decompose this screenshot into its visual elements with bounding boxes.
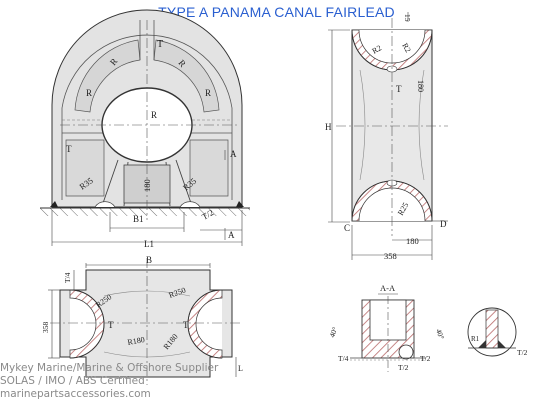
plan-body bbox=[59, 269, 233, 378]
label-358-side: 358 bbox=[384, 251, 397, 261]
label-l1: L1 bbox=[144, 239, 154, 249]
label-t-plan-right: T bbox=[183, 320, 189, 330]
label-d: D bbox=[440, 219, 447, 229]
deck-hatching bbox=[40, 208, 250, 216]
label-b: B bbox=[146, 255, 152, 265]
label-r-left: R bbox=[108, 56, 120, 67]
watermark-line-2: SOLAS / IMO / ABS Certified bbox=[0, 375, 145, 387]
watermark-line-3: marinepartsaccessories.com bbox=[0, 388, 151, 400]
watermark-line-1: Mykey Marine/Marine & Offshore Supplier bbox=[0, 362, 219, 374]
section-a-a: A-A 40° 40° T/4 T/2 T/2 bbox=[327, 283, 446, 372]
label-r-side-left: R bbox=[86, 88, 92, 98]
label-a-a: A-A bbox=[380, 283, 396, 293]
label-358-plan: 358 bbox=[41, 322, 50, 334]
label-t-side-view: T bbox=[396, 84, 402, 94]
weld-detail: R1 T/2 bbox=[467, 307, 528, 357]
label-a-lower: A bbox=[228, 230, 235, 240]
label-180-side: 180 bbox=[416, 80, 425, 92]
label-t-top: T bbox=[157, 39, 163, 50]
label-180-front: 180 bbox=[142, 179, 152, 192]
label-r2-left: R2 bbox=[371, 43, 384, 55]
label-r-right: R bbox=[176, 58, 188, 69]
front-view: T R R R R R T A R35 180 R35 B1 L1 A T/2 bbox=[40, 9, 250, 249]
drawing-title: TYPE A PANAMA CANAL FAIRLEAD bbox=[158, 4, 395, 20]
label-c: C bbox=[344, 223, 350, 233]
label-l: L bbox=[238, 364, 243, 373]
side-section-view: 15 R2 R2 180 T H R25 D C 180 358 bbox=[325, 12, 448, 261]
label-t4-plan: T/4 bbox=[63, 272, 72, 283]
label-a-upper: A bbox=[230, 149, 237, 159]
label-r2-right: R2 bbox=[400, 42, 412, 55]
label-r1: R1 bbox=[471, 335, 480, 343]
label-t2-aa-a: T/2 bbox=[398, 363, 409, 372]
label-t4-aa: T/4 bbox=[338, 354, 349, 363]
label-t2-detail: T/2 bbox=[517, 348, 528, 357]
label-r180-plan: R180 bbox=[127, 335, 146, 347]
label-t-side: T bbox=[66, 144, 72, 154]
label-h: H bbox=[325, 122, 332, 132]
plan-view: B T/4 358 R250 R250 T T R180 R180 L bbox=[41, 255, 243, 385]
label-r-center: R bbox=[151, 110, 157, 120]
label-t-plan-left: T bbox=[108, 320, 114, 330]
label-40deg-left: 40° bbox=[327, 326, 339, 339]
label-b1: B1 bbox=[133, 214, 144, 224]
label-180-bottom: 180 bbox=[406, 236, 419, 246]
label-40deg-right: 40° bbox=[434, 328, 446, 341]
label-15: 15 bbox=[403, 14, 412, 22]
label-t2-aa-b: T/2 bbox=[420, 354, 431, 363]
label-r-side-right: R bbox=[205, 88, 211, 98]
